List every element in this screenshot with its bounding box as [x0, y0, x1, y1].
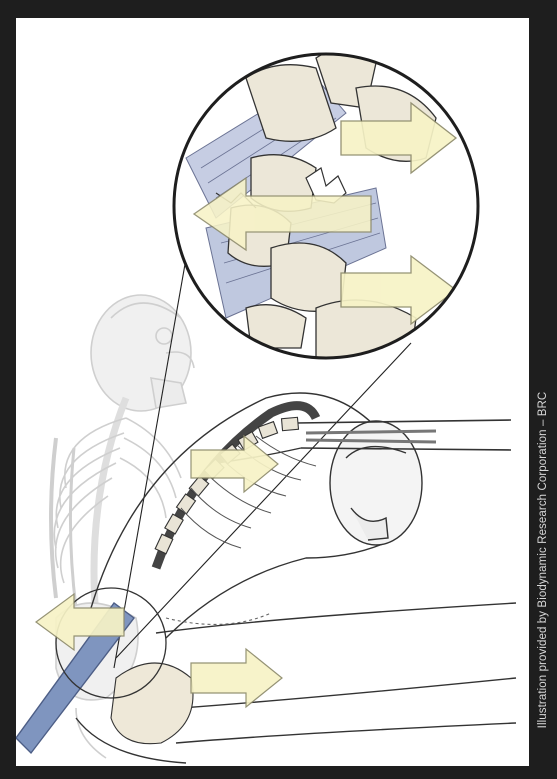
illustration-panel — [16, 18, 529, 766]
arrow-right-icon — [191, 649, 282, 707]
image-credit: Illustration provided by Biodynamic Rese… — [537, 392, 549, 729]
seatbelt-injury-illustration — [16, 18, 529, 766]
magnified-detail — [174, 49, 478, 358]
